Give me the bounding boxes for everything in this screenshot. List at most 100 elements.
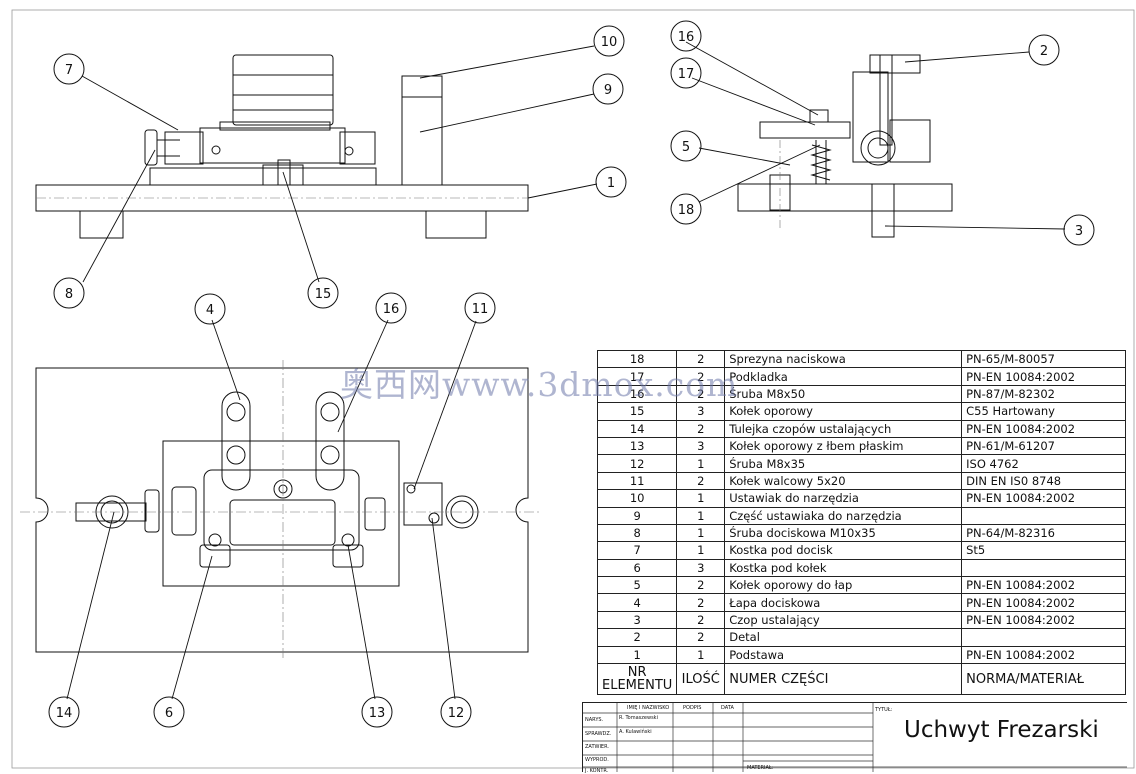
- bom-cell-name: Kostka pod docisk: [724, 541, 963, 560]
- bom-cell-name: Podkladka: [724, 367, 963, 386]
- callout-16-side: 16: [678, 30, 695, 45]
- tb-drawn-name: R. Tomaszewski: [619, 715, 658, 721]
- bom-cell-name: Sprezyna naciskowa: [724, 349, 963, 369]
- bom-cell-name: Czop ustalający: [724, 610, 963, 630]
- bom-cell-norm: PN-64/M-82316: [961, 523, 1126, 543]
- bom-cell-nr: 11: [596, 471, 678, 491]
- bom-cell-qty: 1: [676, 489, 726, 508]
- bom-cell-norm: PN-65/M-80057: [961, 349, 1126, 369]
- bom-cell-qty: 3: [676, 436, 726, 456]
- callout-8: 8: [65, 287, 73, 302]
- bom-cell-nr: 15: [596, 402, 678, 421]
- callout-5: 5: [682, 140, 690, 155]
- drawing-title: Uchwyt Frezarski: [904, 717, 1099, 743]
- bom-cell-nr: 18: [596, 349, 678, 369]
- callout-circles: [48, 20, 1095, 728]
- bom-cell-qty: 1: [676, 454, 726, 473]
- bom-cell-qty: 2: [676, 628, 726, 647]
- bom-cell-name: Śruba M8x35: [724, 454, 963, 473]
- bom-header-row: NR ELEMENTU ILOŚĆ NUMER CZĘŚCI NORMA/MAT…: [596, 663, 1126, 696]
- bom-header-nr: NR ELEMENTU: [596, 663, 678, 696]
- bom-cell-qty: 2: [676, 593, 726, 612]
- bom-cell-nr: 7: [596, 541, 678, 560]
- tb-row-drawn: NARYS.: [585, 717, 604, 723]
- bom-cell-norm: [961, 558, 1126, 578]
- leader-lines: [66, 41, 1066, 700]
- bom-cell-norm: [961, 506, 1126, 525]
- bom-cell-norm: PN-87/M-82302: [961, 384, 1126, 404]
- tb-col-name: IMIĘ I NAZWISKO: [627, 705, 670, 711]
- callout-3: 3: [1075, 224, 1083, 239]
- bom-cell-norm: DIN EN IS0 8748: [961, 471, 1126, 491]
- bom-header-nr-line1: NR: [627, 665, 647, 681]
- bom-cell-nr: 12: [596, 454, 678, 473]
- bom-cell-norm: PN-EN 10084:2002: [961, 610, 1126, 630]
- bom-cell-qty: 1: [676, 645, 726, 665]
- callout-2: 2: [1040, 44, 1048, 59]
- watermark: 奥西网www.3dmox.com: [340, 365, 739, 404]
- bom-cell-name: Kołek oporowy do łap: [724, 576, 963, 595]
- bom-cell-norm: [961, 628, 1126, 647]
- tb-row-production: WYPROD.: [585, 757, 609, 763]
- bom-cell-norm: St5: [961, 541, 1126, 560]
- callout-7: 7: [65, 63, 73, 78]
- bom-cell-norm: PN-61/M-61207: [961, 436, 1126, 456]
- callout-13: 13: [369, 706, 386, 721]
- bom-cell-nr: 9: [596, 506, 678, 525]
- tb-row-approved: ZATWIER.: [585, 744, 609, 750]
- tb-col-sign: PODPIS: [683, 705, 702, 711]
- callout-9: 9: [604, 83, 612, 98]
- callout-16-top: 16: [383, 302, 400, 317]
- tb-title-label: TYTUŁ:: [875, 707, 893, 713]
- bom-cell-name: Kołek oporowy z łbem płaskim: [724, 436, 963, 456]
- bom-cell-nr: 5: [596, 576, 678, 595]
- bom-cell-nr: 1: [596, 645, 678, 665]
- bom-cell-name: Tulejka czopów ustalających: [724, 419, 963, 438]
- bom-cell-name: Śruba M8x50: [724, 384, 963, 404]
- bom-cell-nr: 13: [596, 436, 678, 456]
- front-view: [35, 54, 529, 239]
- bom-cell-nr: 3: [596, 610, 678, 630]
- bom-cell-qty: 2: [676, 471, 726, 491]
- bom-cell-norm: PN-EN 10084:2002: [961, 489, 1126, 508]
- bom-cell-nr: 4: [596, 593, 678, 612]
- bom-cell-norm: PN-EN 10084:2002: [961, 593, 1126, 612]
- bom-cell-qty: 2: [676, 576, 726, 595]
- tb-col-date: DATA: [721, 705, 734, 711]
- tb-material-label: MATERIAŁ:: [747, 765, 774, 771]
- bom-cell-name: Kostka pod kołek: [724, 558, 963, 578]
- bom-cell-name: Podstawa: [724, 645, 963, 665]
- bom-cell-name: Część ustawiaka do narzędzia: [724, 506, 963, 525]
- callout-11: 11: [472, 302, 489, 317]
- bom-cell-norm: PN-EN 10084:2002: [961, 576, 1126, 595]
- bom-cell-nr: 14: [596, 419, 678, 438]
- callout-18-side: 18: [678, 203, 695, 218]
- bom-cell-nr: 2: [596, 628, 678, 647]
- bom-header-nr-line2: ELEMENTU: [602, 678, 673, 694]
- bom-header-norm: NORMA/MATERIAŁ: [961, 663, 1126, 696]
- title-block-grid: [583, 703, 1127, 772]
- bom-cell-qty: 1: [676, 541, 726, 560]
- bom-header-name: NUMER CZĘŚCI: [724, 663, 963, 696]
- bom-cell-nr: 8: [596, 523, 678, 543]
- callout-4: 4: [206, 303, 214, 318]
- top-view: [20, 360, 540, 660]
- bom-cell-nr: 16: [596, 384, 678, 404]
- bom-cell-qty: 3: [676, 558, 726, 578]
